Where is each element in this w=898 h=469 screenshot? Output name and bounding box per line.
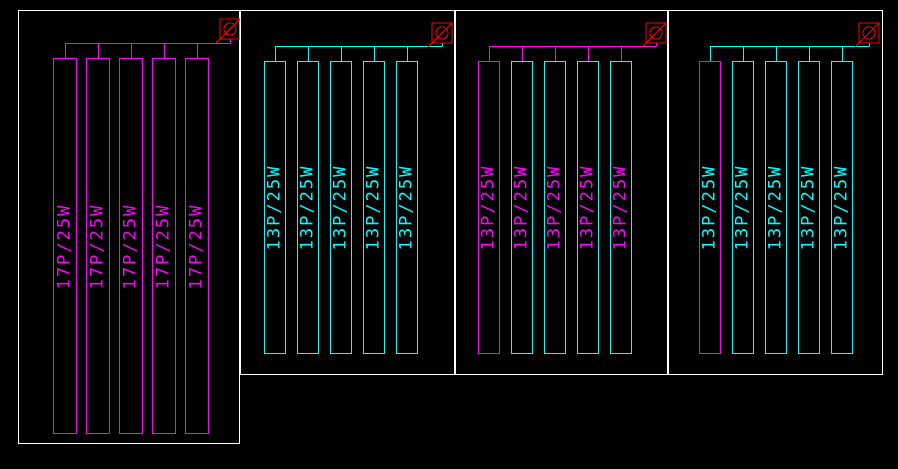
panel-string: 13P/25W	[478, 61, 500, 354]
panel-label: 13P/25W	[732, 164, 753, 251]
panel-label: 17P/25W	[153, 203, 174, 289]
panel-array-group-2: 13P/25W 13P/25W 13P/25W 13P/25W 13P/25W	[240, 10, 455, 375]
panel-string: 13P/25W	[363, 61, 385, 354]
disconnect-switch-icon	[854, 22, 880, 48]
panel-label: 13P/25W	[264, 164, 285, 251]
panel-string: 17P/25W	[119, 58, 143, 434]
panel-string: 13P/25W	[577, 61, 599, 354]
panel-label: 13P/25W	[765, 164, 786, 251]
panel-label: 17P/25W	[186, 203, 207, 289]
panel-string: 13P/25W	[699, 61, 721, 354]
panel-string: 17P/25W	[86, 58, 110, 434]
wiring-and-switch-graphic	[65, 18, 241, 59]
panel-label: 13P/25W	[577, 164, 598, 251]
panel-string: 13P/25W	[732, 61, 754, 354]
wiring-and-switch-graphic	[489, 22, 667, 61]
panel-label: 13P/25W	[831, 164, 852, 251]
panel-string: 17P/25W	[185, 58, 209, 434]
panel-label: 13P/25W	[478, 164, 499, 251]
panel-string: 13P/25W	[396, 61, 418, 354]
panel-label: 13P/25W	[511, 164, 532, 251]
panel-string: 13P/25W	[798, 61, 820, 354]
disconnect-switch-icon	[427, 22, 453, 48]
panel-label: 13P/25W	[699, 164, 720, 251]
disconnect-switch-icon	[641, 22, 667, 48]
panel-array-group-4: 13P/25W 13P/25W 13P/25W 13P/25W 13P/25W	[668, 10, 883, 375]
panel-string: 17P/25W	[152, 58, 176, 434]
panel-array-group-3: 13P/25W 13P/25W 13P/25W 13P/25W 13P/25W	[455, 10, 668, 375]
panel-label: 17P/25W	[87, 203, 108, 289]
panel-string: 13P/25W	[765, 61, 787, 354]
panel-string: 13P/25W	[831, 61, 853, 354]
panel-label: 17P/25W	[54, 203, 75, 289]
disconnect-switch-icon	[215, 18, 241, 44]
wiring-and-switch-graphic	[710, 22, 880, 61]
panel-string: 13P/25W	[610, 61, 632, 354]
wiring-and-switch-graphic	[275, 22, 453, 61]
panel-array-group-1: 17P/25W 17P/25W 17P/25W 17P/25W 17P/25W	[18, 10, 241, 444]
panel-label: 13P/25W	[610, 164, 631, 251]
panel-label: 13P/25W	[330, 164, 351, 251]
panel-label: 13P/25W	[396, 164, 417, 251]
panel-label: 13P/25W	[297, 164, 318, 251]
panel-string: 17P/25W	[53, 58, 77, 434]
panel-string: 13P/25W	[330, 61, 352, 354]
panel-label: 13P/25W	[363, 164, 384, 251]
panel-string: 13P/25W	[544, 61, 566, 354]
panel-label: 13P/25W	[798, 164, 819, 251]
panel-string: 13P/25W	[264, 61, 286, 354]
panel-label: 17P/25W	[120, 203, 141, 289]
panel-label: 13P/25W	[544, 164, 565, 251]
panel-string: 13P/25W	[297, 61, 319, 354]
panel-string: 13P/25W	[511, 61, 533, 354]
